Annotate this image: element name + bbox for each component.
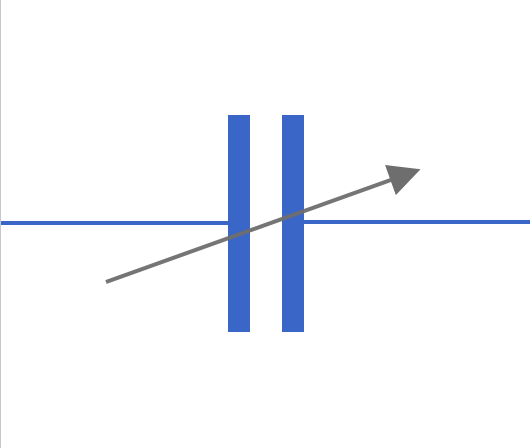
right-plate bbox=[282, 115, 304, 332]
left-plate bbox=[228, 115, 250, 332]
variable-arrow bbox=[105, 165, 421, 284]
